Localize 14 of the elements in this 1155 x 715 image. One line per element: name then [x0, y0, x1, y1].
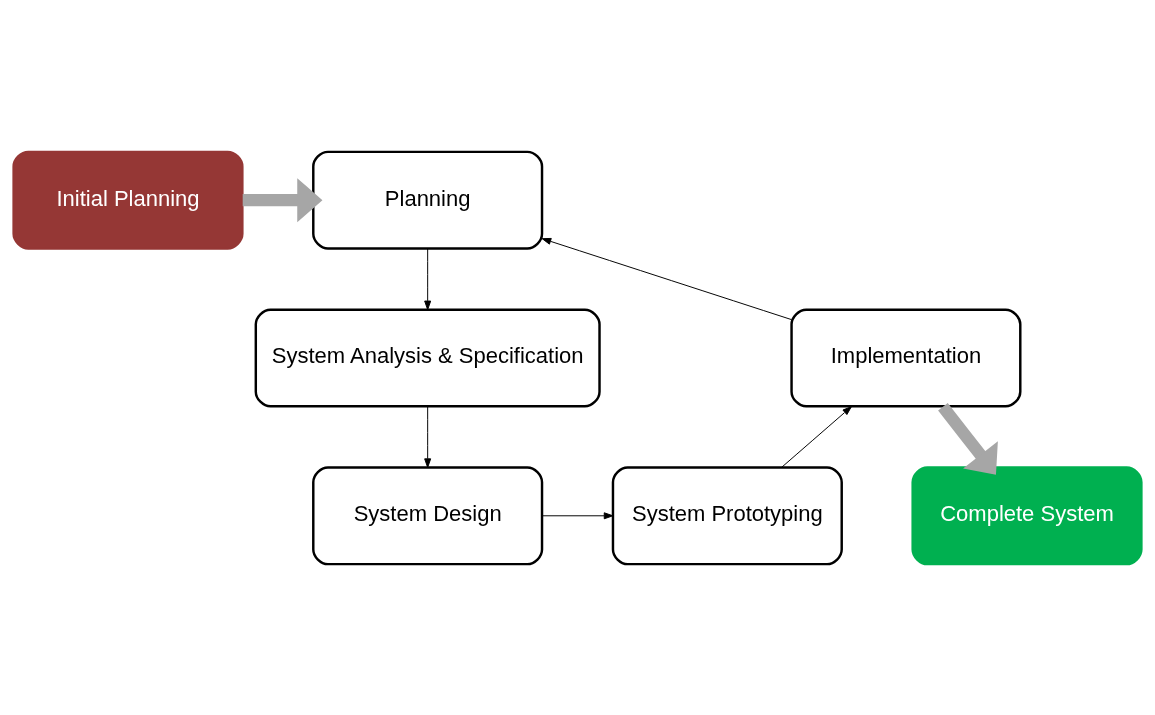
- node-box: Planning: [312, 150, 544, 250]
- node-box: Implementation: [790, 307, 1022, 408]
- node-box: System Analysis & Specification: [254, 307, 601, 408]
- arrow: [242, 177, 323, 222]
- node-box: Initial Planning: [12, 150, 244, 250]
- arrow: [424, 247, 432, 310]
- node-box: Complete System: [911, 465, 1143, 565]
- arrow: [781, 405, 852, 468]
- arrow: [424, 405, 432, 468]
- arrow: [541, 511, 614, 519]
- arrow: [541, 237, 792, 320]
- node-box: System Design: [312, 465, 544, 565]
- node-box: System Prototyping: [611, 465, 843, 565]
- arrow: [938, 402, 998, 475]
